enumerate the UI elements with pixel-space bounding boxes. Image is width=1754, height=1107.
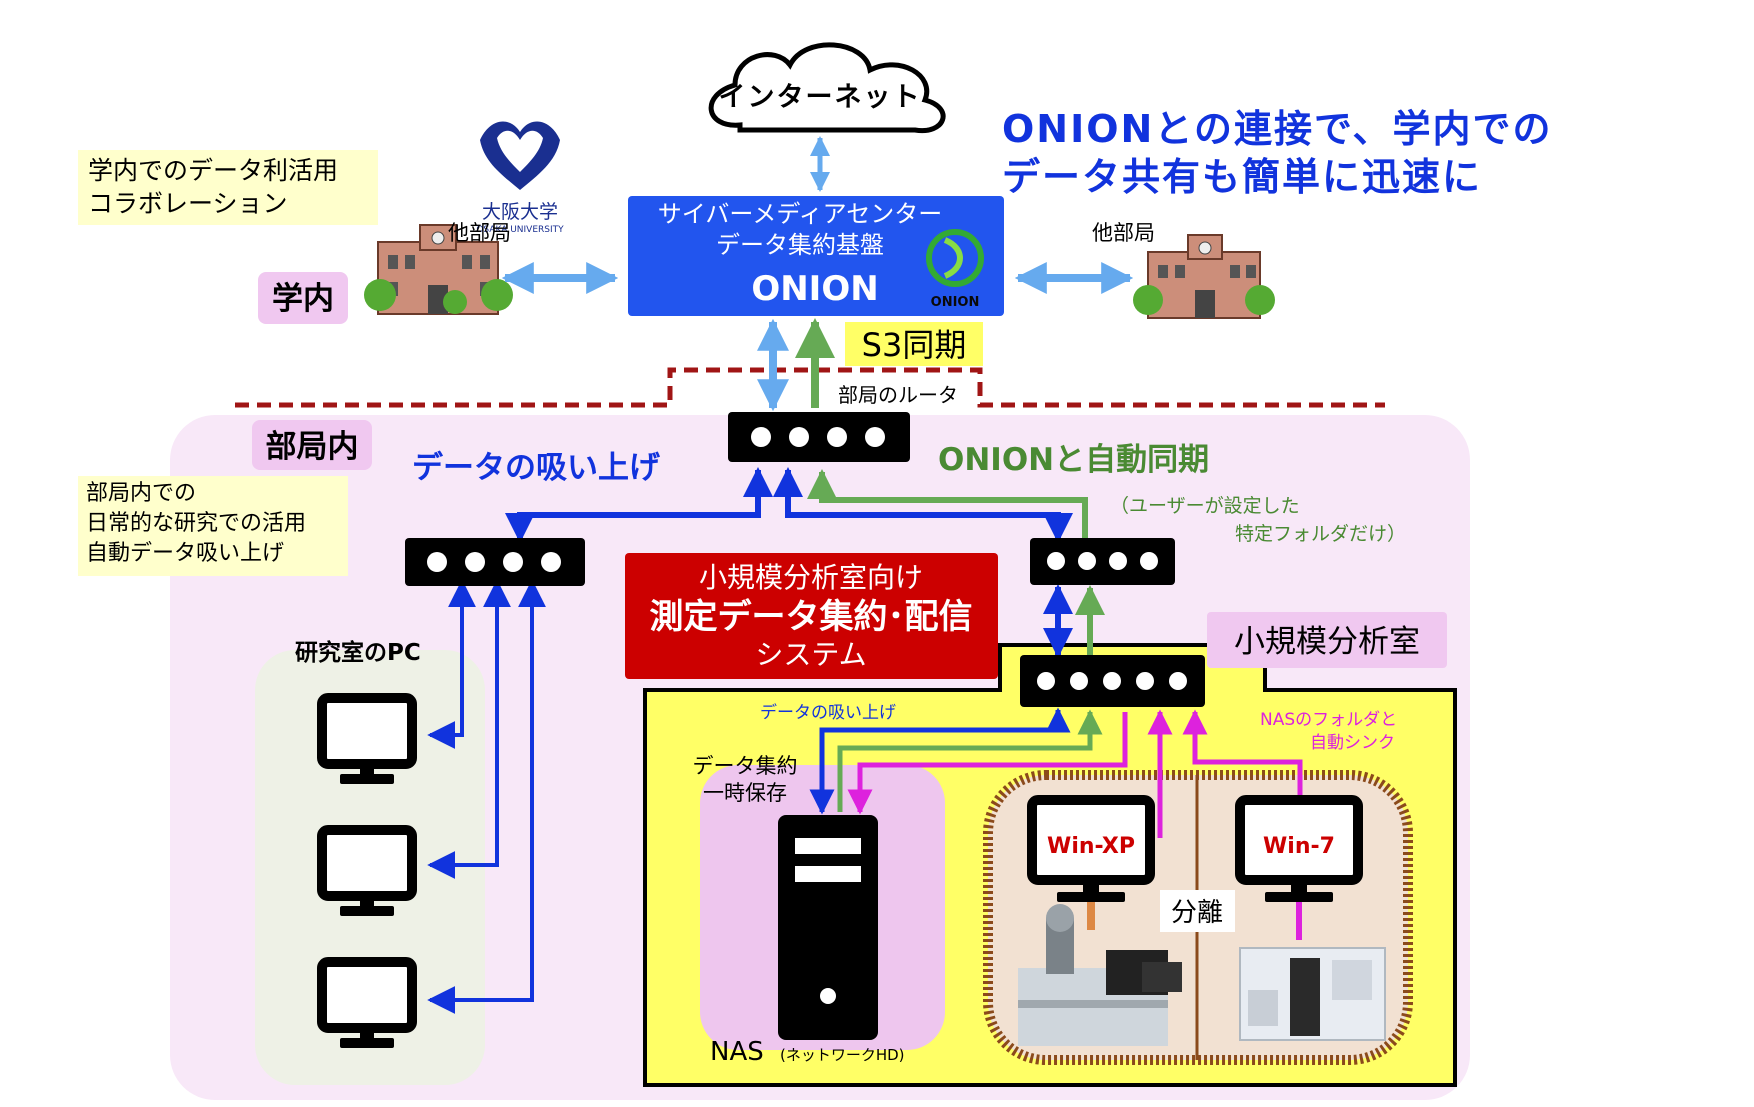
dept-note-box: [78, 476, 348, 576]
dept-label: 部局内: [266, 429, 359, 465]
lab-pc-3-icon: [317, 957, 417, 1048]
link-switch-nas-magenta: [847, 712, 1128, 815]
nas-sync-note-line1: NASのフォルダと: [1260, 710, 1397, 730]
system-line2: 測定データ集約･配信: [650, 597, 973, 637]
dept-label-box: [252, 420, 372, 470]
link-nas-switch-green: [837, 709, 1103, 812]
onion-line2: データ集約基盤: [716, 231, 884, 259]
nas-caption-line2: 一時保存: [703, 781, 787, 805]
system-line3: システム: [755, 638, 866, 671]
user-folder-note-line2: 特定フォルダだけ）: [1235, 523, 1406, 545]
winxp-label: Win-XP: [1047, 834, 1135, 859]
university-logo: 大阪大学 OSAKA UNIVERSITY: [476, 121, 564, 235]
system-box: [625, 553, 998, 679]
user-folder-note-line1: （ユーザーが設定した: [1110, 495, 1300, 517]
nas-caption-line1: データ集約: [693, 754, 798, 778]
separation-label-box: [1160, 890, 1235, 932]
link-router-left-hub: [505, 467, 773, 543]
dept-note-line1: 部局内での: [86, 481, 196, 506]
headline-line2: データ共有も簡単に迅速に: [1002, 155, 1482, 199]
onion-logo-text: ONION: [931, 295, 980, 310]
link-router-right-hub-green: [807, 469, 1088, 540]
building-left-icon: [364, 224, 513, 315]
small-lab-switch: [1020, 655, 1205, 707]
onion-sync-label: ONIONと自動同期: [938, 442, 1209, 478]
campus-label: 学内: [272, 281, 334, 317]
instrument-analyzer-icon: [1239, 947, 1386, 1041]
other-dept-right-label: 他部局: [1092, 221, 1155, 245]
network-boundary: [235, 367, 1385, 408]
small-lab-label-box: [1207, 612, 1447, 668]
win7-label: Win-7: [1263, 834, 1335, 859]
link-hub-pc3: [427, 579, 546, 1014]
data-pull-label: データの吸い上げ: [412, 450, 661, 486]
link-switch-nas-blue: [809, 707, 1071, 815]
nas-label: NAS: [710, 1037, 764, 1067]
separation-label: 分離: [1171, 898, 1223, 928]
internet-cloud: インターネット: [708, 42, 946, 134]
onion-box: [628, 196, 1004, 316]
nas-sync-note-line2: 自動シンク: [1310, 733, 1395, 753]
link-win7-switch: [1182, 709, 1303, 800]
winxp-pc-icon: Win-XP: [1027, 795, 1155, 902]
dept-note-line2: 日常的な研究での活用: [86, 511, 306, 536]
university-name-en: OSAKA UNIVERSITY: [476, 225, 564, 235]
nas-label-sub: (ネットワークHD): [780, 1046, 905, 1064]
system-line1: 小規模分析室向け: [699, 561, 923, 594]
nas-tower-icon: [778, 815, 878, 1040]
university-name-ja: 大阪大学: [482, 201, 558, 223]
onion-name: ONION: [751, 269, 878, 309]
internet-label: インターネット: [719, 82, 922, 113]
router-label: 部局のルータ: [838, 383, 958, 407]
onion-logo-icon: ONION: [926, 229, 984, 310]
left-hub: [405, 538, 585, 586]
lab-pc-label: 研究室のPC: [295, 639, 421, 666]
campus-note-line2: コラボレーション: [88, 189, 288, 218]
other-dept-left-label: 他部局: [448, 221, 511, 245]
headline-line1: ONIONとの連接で、学内での: [1002, 107, 1552, 151]
dept-note-line3: 自動データ吸い上げ: [86, 541, 284, 566]
building-right-icon: [1133, 234, 1275, 319]
lab-pc-1-icon: [317, 693, 417, 784]
main-router: [728, 412, 910, 462]
win7-pc-icon: Win-7: [1235, 795, 1363, 902]
s3-sync-box: [845, 322, 983, 366]
campus-note-line1: 学内でのデータ利活用: [88, 156, 338, 185]
instrument-sem-icon: [1018, 904, 1182, 1046]
link-router-right-hub-blue: [773, 467, 1073, 543]
campus-label-box: [258, 272, 348, 324]
lab-pc-2-icon: [317, 825, 417, 916]
small-lab-label: 小規模分析室: [1234, 624, 1420, 660]
campus-note-box: [78, 150, 378, 225]
right-hub: [1030, 538, 1175, 585]
data-pull-small-label: データの吸い上げ: [760, 702, 896, 723]
onion-line1: サイバーメディアセンター: [658, 200, 942, 228]
s3-sync-label: S3同期: [862, 326, 967, 364]
